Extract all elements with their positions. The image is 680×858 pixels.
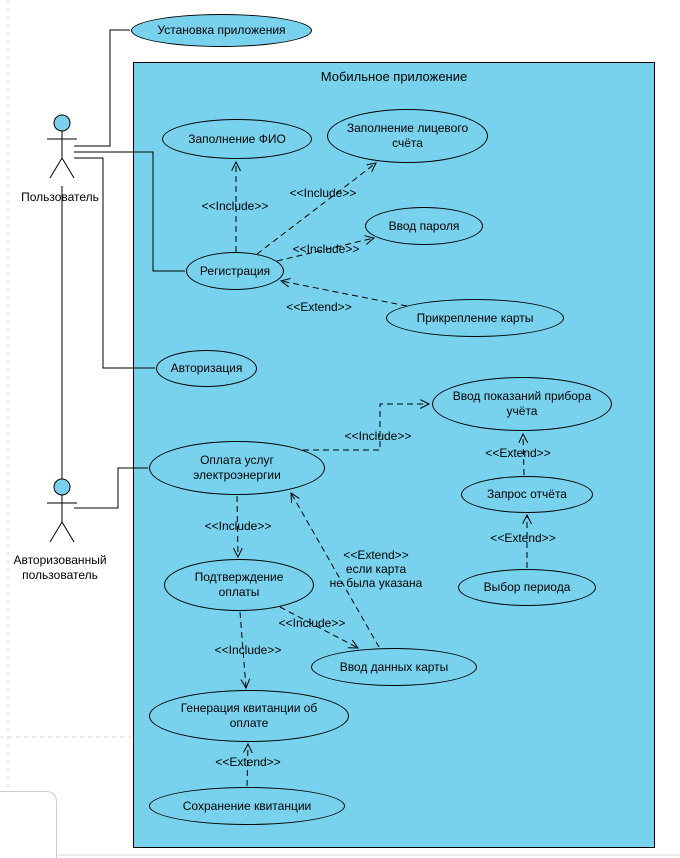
usecase-registration[interactable]: Регистрация bbox=[186, 252, 284, 290]
edge-include-registration-fill-account[interactable] bbox=[256, 163, 376, 255]
usecase-install-app[interactable]: Установка приложения bbox=[131, 14, 312, 47]
usecase-request-report[interactable]: Запрос отчёта bbox=[461, 476, 593, 513]
edge-assoc-authuser-pay-services[interactable] bbox=[74, 467, 148, 509]
usecase-select-period[interactable]: Выбор периода bbox=[458, 569, 596, 606]
edge-include-pay-confirm-payment[interactable] bbox=[237, 495, 238, 557]
edge-assoc-user-install-app[interactable] bbox=[74, 29, 130, 147]
actor-user-label: Пользователь bbox=[21, 190, 99, 204]
actor-user-head bbox=[53, 114, 71, 132]
usecase-generate-receipt[interactable]: Генерация квитанции об оплате bbox=[149, 690, 349, 742]
label-include-registration-enter-password: <<Include>> bbox=[292, 242, 360, 256]
edge-include-confirm-card-data[interactable] bbox=[279, 606, 358, 648]
edge-include-pay-meter-readings[interactable] bbox=[303, 404, 429, 451]
actor-authorized-user-label: Авторизованный пользователь bbox=[13, 553, 107, 582]
label-extend-save-receipt-generate-receipt: <<Extend>> bbox=[215, 755, 281, 769]
label-include-confirm-card-data: <<Include>> bbox=[278, 616, 346, 630]
edge-assoc-user-authorization[interactable] bbox=[74, 157, 155, 369]
label-extend-request-report-meter-readings: <<Extend>> bbox=[485, 446, 551, 460]
label-extend-select-period-request-report: <<Extend>> bbox=[490, 531, 556, 545]
edge-include-confirm-generate-receipt[interactable] bbox=[239, 611, 246, 688]
usecase-meter-readings[interactable]: Ввод показаний прибора учёта bbox=[432, 377, 612, 431]
edge-assoc-user-registration[interactable] bbox=[74, 151, 185, 272]
canvas-panel-corner bbox=[0, 791, 57, 858]
usecase-save-receipt[interactable]: Сохранение квитанции bbox=[149, 787, 345, 825]
usecase-attach-card[interactable]: Прикрепление карты bbox=[386, 299, 564, 337]
actor-authorized-user[interactable] bbox=[47, 478, 77, 543]
label-include-confirm-generate-receipt: <<Include>> bbox=[214, 643, 282, 657]
usecase-enter-password[interactable]: Ввод пароля bbox=[365, 207, 483, 245]
actor-user[interactable] bbox=[47, 114, 77, 179]
system-boundary-title: Мобильное приложение bbox=[320, 69, 468, 84]
label-include-registration-fill-name: <<Include>> bbox=[201, 199, 269, 213]
usecase-card-data[interactable]: Ввод данных карты bbox=[311, 648, 477, 686]
actor-authorized-user-head bbox=[53, 478, 71, 496]
label-extend-card-data-pay: <<Extend>> если карта не была указана bbox=[329, 548, 423, 590]
label-include-pay-meter-readings: <<Include>> bbox=[344, 429, 412, 443]
label-include-registration-fill-account: <<Include>> bbox=[289, 186, 357, 200]
edge-extend-save-receipt-generate-receipt[interactable] bbox=[247, 744, 248, 787]
usecase-fill-name[interactable]: Заполнение ФИО bbox=[162, 119, 312, 159]
edge-extend-request-report-meter-readings[interactable] bbox=[523, 434, 524, 476]
usecase-authorization[interactable]: Авторизация bbox=[156, 350, 257, 387]
edge-include-registration-enter-password[interactable] bbox=[276, 238, 374, 262]
label-include-pay-confirm-payment: <<Include>> bbox=[204, 519, 272, 533]
usecase-confirm-payment[interactable]: Подтверждение оплаты bbox=[164, 559, 314, 611]
usecase-pay-services[interactable]: Оплата услуг электроэнергии bbox=[149, 441, 325, 495]
edge-extend-attach-card-registration[interactable] bbox=[281, 281, 408, 307]
label-extend-attach-card-registration: <<Extend>> bbox=[286, 300, 352, 314]
usecase-fill-account[interactable]: Заполнение лицевого счёта bbox=[327, 109, 488, 163]
